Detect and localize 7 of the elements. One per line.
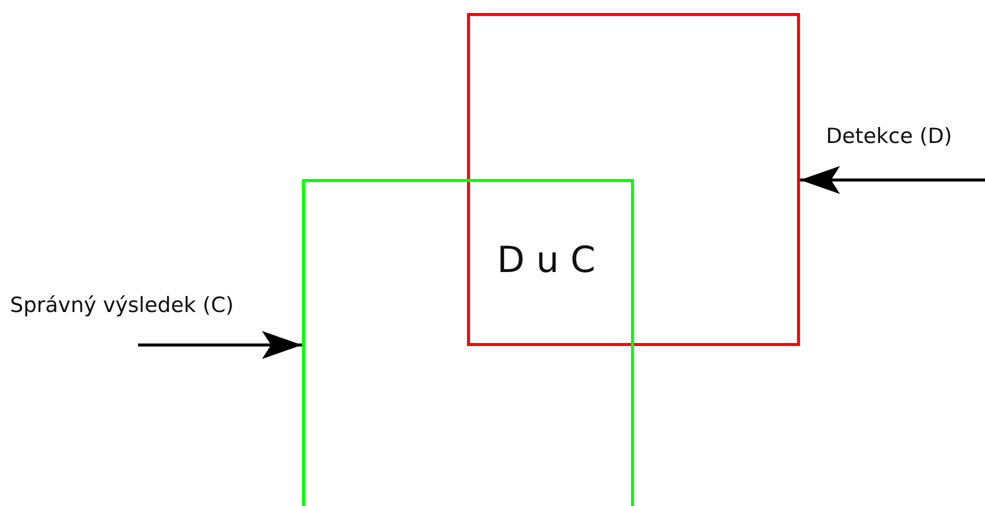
arrow — [138, 331, 302, 359]
edge-label: Správný výsledek (C) — [10, 293, 234, 317]
edge-label: Detekce (D) — [826, 124, 952, 148]
box-outline — [467, 13, 800, 346]
box-outline — [302, 179, 634, 506]
arrow — [800, 166, 985, 194]
region-label: D u C — [497, 240, 596, 281]
